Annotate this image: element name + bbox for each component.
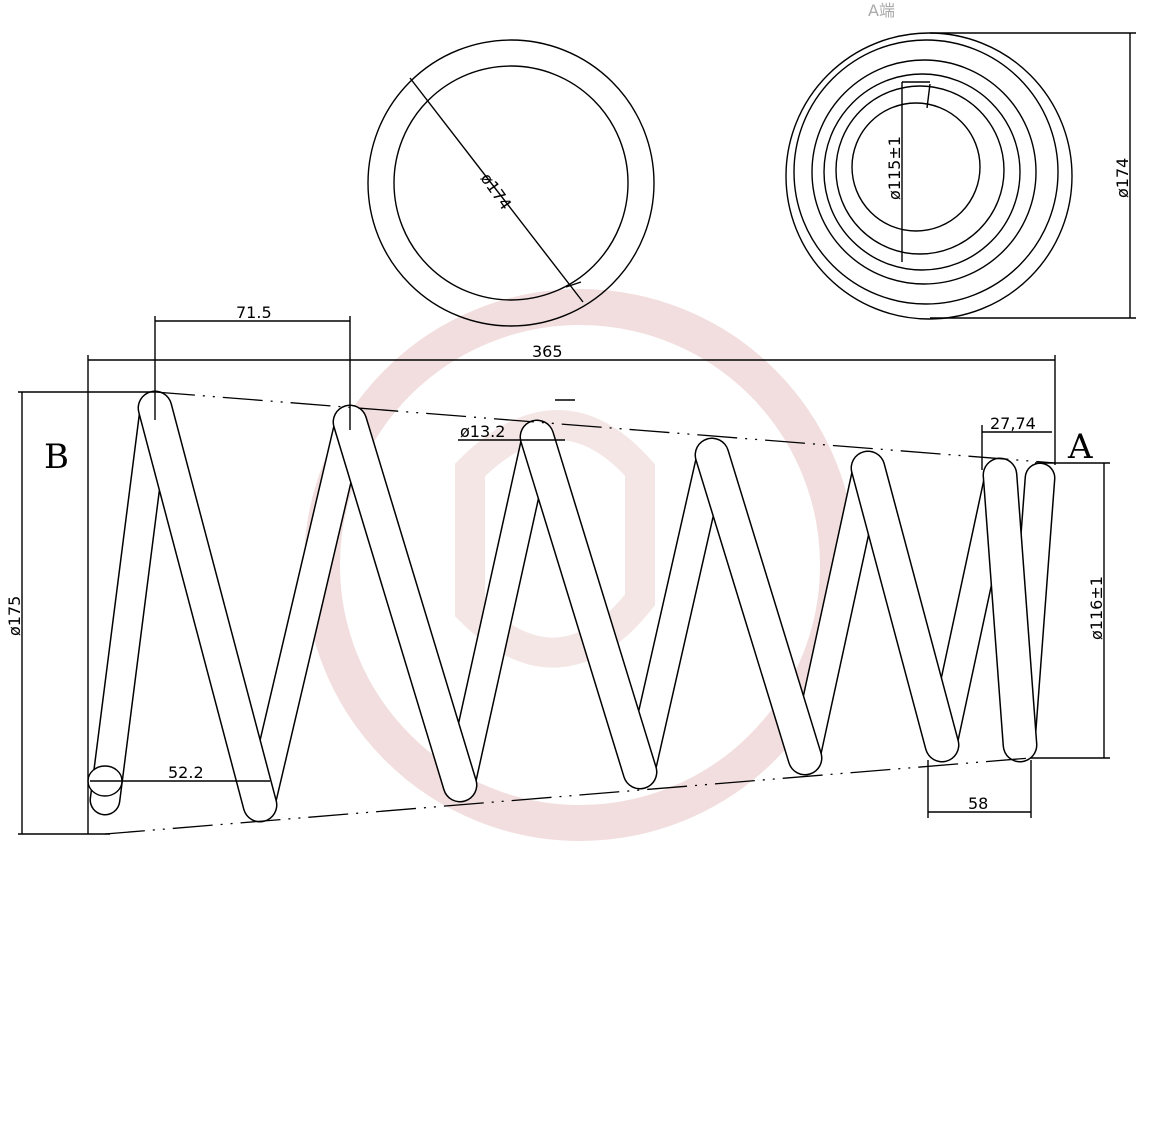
a-end-pitch-label: 58 bbox=[968, 794, 988, 813]
end-view-outer-diameter-label: ø174 bbox=[1113, 158, 1132, 198]
a-end-diameter-label: ø116±1 bbox=[1087, 576, 1106, 640]
end-pitch-a-label: 27,74 bbox=[990, 414, 1036, 433]
coil-segment bbox=[246, 408, 364, 819]
end-view-a: A端 ø115±1 ø174 bbox=[785, 1, 1136, 320]
bottom-envelope-line bbox=[104, 757, 1031, 835]
wire-diameter-label: ø13.2 bbox=[460, 422, 505, 441]
coil-segment bbox=[984, 459, 1036, 761]
b-end-diameter-label: ø175 bbox=[5, 596, 24, 636]
dimension-lines: 71.5 365 ø13.2 27,74 A B ø175 ø116±1 52.… bbox=[5, 303, 1110, 835]
spring-coils bbox=[87, 390, 1056, 823]
end-b-label: B bbox=[44, 437, 69, 477]
coil-segment bbox=[91, 394, 169, 814]
coil-segment bbox=[139, 392, 276, 821]
coil-segment bbox=[696, 439, 821, 774]
end-a-label: A bbox=[1067, 427, 1093, 467]
coil-segment bbox=[791, 454, 882, 772]
coil-segment bbox=[521, 421, 656, 788]
coil-segment bbox=[626, 441, 726, 786]
coil-segment bbox=[852, 452, 958, 761]
free-length-label: 365 bbox=[532, 342, 563, 361]
top-envelope-line bbox=[154, 391, 1056, 464]
bottom-pitch-label: 52.2 bbox=[168, 763, 204, 782]
top-ring-view: ø174 bbox=[367, 39, 655, 327]
coil-segment bbox=[446, 423, 551, 799]
pitch-label: 71.5 bbox=[236, 303, 272, 322]
end-view-inner-diameter-label: ø115±1 bbox=[885, 136, 904, 200]
coil-segment bbox=[334, 406, 476, 801]
end-view-label: A端 bbox=[868, 1, 895, 20]
